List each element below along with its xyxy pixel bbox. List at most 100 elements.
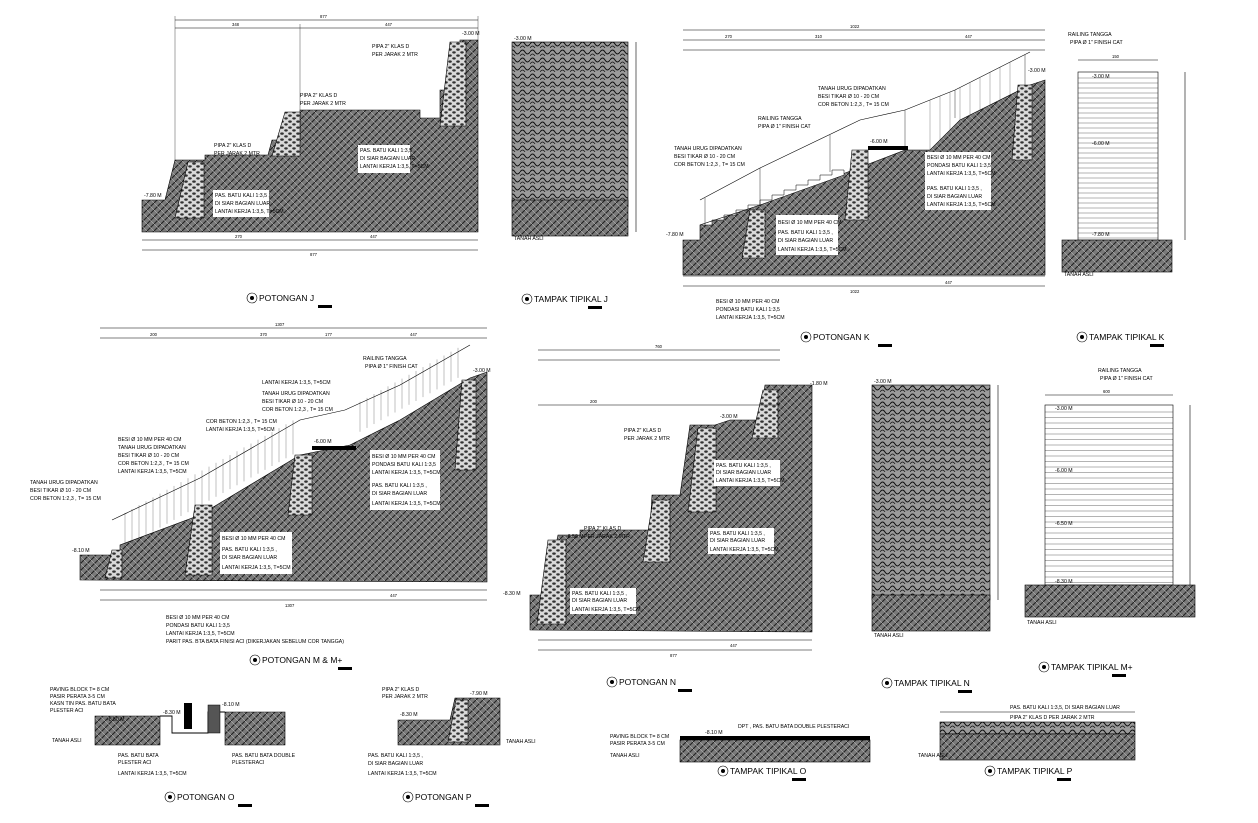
label-m-tanah-urug-2: TANAH URUG DIPADATKAN: [118, 445, 186, 451]
label-j-pipa-2: PIPA 2" KLAS D: [300, 93, 337, 99]
label-to-level: -8.10 M: [705, 730, 723, 736]
label-k-tanah-urug-2: TANAH URUG DIPADATKAN: [674, 146, 742, 152]
label-tp-pipa: PIPA 2" KLAS D PER JARAK 2 MTR: [1010, 715, 1095, 721]
elevation-m: 600 RAILING TANGGA PIPA Ø 1" FINISH CAT …: [1024, 368, 1196, 677]
label-m-level-bottom: -8.10 M: [72, 548, 90, 554]
wall-p: [447, 699, 469, 743]
label-k-besi-3: BESI Ø 10 MM PER 40 CM: [716, 299, 779, 305]
label-m-lantai-7: LANTAI KERJA 1:3,5, T=5CM: [166, 631, 235, 637]
label-k-batu-kali-2: PAS. BATU KALI 1:3,5 ,: [778, 230, 833, 236]
section-o-ground-left: [94, 715, 161, 746]
label-o-plester: PLESTER ACI: [50, 708, 83, 714]
title-tampak-tipikal-n: TAMPAK TIPIKAL N: [894, 678, 970, 688]
wall-j-3: [439, 41, 467, 127]
label-p-lantai: LANTAI KERJA 1:3,5, T=5CM: [368, 771, 437, 777]
label-m-batu-kali-2: PAS. BATU KALI 1:3,5 ,: [222, 547, 277, 553]
label-j-jarak-1: PER JARAK 2 MTR: [372, 52, 418, 58]
label-p-level-top: -7.90 M: [470, 691, 488, 697]
label-m-parit: PARIT PAS. BTA BATA FINISI ACI (DIKERJAK…: [166, 639, 344, 645]
label-j-batu-kali-2: PAS. BATU KALI 1:3,5 ,: [215, 193, 270, 199]
label-m-level-mid: -6.00 M: [314, 439, 332, 445]
label-n-batu-kali-1: PAS. BATU KALI 1:3,5 ,: [716, 463, 771, 469]
label-m-lantai-4: LANTAI KERJA 1:3,5, T=5CM: [372, 470, 441, 476]
label-n-lantai-2: LANTAI KERJA 1:3,5, T=5CM: [710, 547, 779, 553]
label-k-lantai-1: LANTAI KERJA 1:3,5, T=5CM: [927, 171, 996, 177]
elevation-n-ground: [871, 594, 991, 632]
label-k-pipa-cat: PIPA Ø 1" FINISH CAT: [758, 124, 811, 130]
dim-k-c: 447: [965, 34, 973, 39]
label-n-lantai-3: LANTAI KERJA 1:3,5, T=5CM: [572, 607, 641, 613]
elevation-n-wall: [871, 384, 991, 601]
slab-k-landing: [868, 146, 908, 150]
label-k-level-bottom: -7.80 M: [666, 232, 684, 238]
railing-m-balusters: [124, 347, 459, 547]
elevation-j-ground: [511, 199, 629, 237]
label-p-jarak: PER JARAK 2 MTR: [382, 694, 428, 700]
elevation-m-treads: [1045, 411, 1173, 583]
label-m-pondasi-1: PONDASI BATU KALI 1:3,5: [372, 462, 436, 468]
elevation-j: -3.00 M TANAH ASLI TAMPAK TIPIKAL J: [511, 36, 637, 309]
label-o-lantai: LANTAI KERJA 1:3,5, T=5CM: [118, 771, 187, 777]
label-j-level-bottom: -7.80 M: [144, 193, 162, 199]
label-m-batu-kali-1: PAS. BATU KALI 1:3,5 ,: [372, 483, 427, 489]
elevation-k: 150 RAILING TANGGA PIPA Ø 1" FINISH CAT …: [1061, 32, 1186, 347]
wall-k-3: [1011, 84, 1033, 161]
label-o-level-left: -8.50 M: [107, 717, 125, 723]
title-marker-potongan-o: [164, 791, 252, 807]
label-k-cor-beton-1: COR BETON 1:2,3 , T= 15 CM: [818, 102, 889, 108]
dim-m-c: 177: [325, 332, 333, 337]
elevation-k-stair: [1077, 71, 1159, 241]
label-p-pipa: PIPA 2" KLAS D: [382, 687, 419, 693]
title-potongan-n: POTONGAN N: [619, 677, 676, 687]
label-k-tanah-urug-1: TANAH URUG DIPADATKAN: [818, 86, 886, 92]
label-k-railing: RAILING TANGGA: [758, 116, 802, 122]
label-p-batu-kali: PAS. BATU KALI 1:3,5 ,: [368, 753, 423, 759]
title-potongan-j: POTONGAN J: [259, 293, 314, 303]
section-o-ground-right: [224, 711, 286, 746]
dim-m-b: 370: [260, 332, 268, 337]
label-o-plester-2: PLESTER ACI: [118, 760, 151, 766]
elevation-n: -3.00 M TANAH ASLI TAMPAK TIPIKAL N: [871, 379, 999, 693]
title-marker-potongan-k: [800, 331, 892, 347]
label-tj-level: -3.00 M: [514, 36, 532, 42]
label-n-level-3: -6.50 M: [566, 534, 584, 540]
label-tk-pipa: PIPA Ø 1" FINISH CAT: [1070, 40, 1123, 46]
label-k-lantai-3: LANTAI KERJA 1:3,5, T=5CM: [778, 247, 847, 253]
label-m-cor-beton-3: COR BETON 1:2,3 , T= 15 CM: [118, 461, 189, 467]
section-p: PIPA 2" KLAS D PER JARAK 2 MTR -7.90 M -…: [368, 687, 536, 807]
title-marker-potongan-p: [402, 791, 489, 807]
label-m-besi-tikar-1: BESI TIKAR Ø 10 - 20 CM: [262, 399, 323, 405]
wall-n-3: [687, 427, 717, 513]
dim-j-a: 348: [232, 22, 240, 27]
label-to-pasir: PASIR PERATA 3-5 CM: [610, 741, 665, 747]
label-m-lantai-1: LANTAI KERJA 1:3,5, T=5CM: [262, 380, 331, 386]
label-p-siar: DI SIAR BAGIAN LUAR: [368, 761, 423, 767]
label-tn-tanah: TANAH ASLI: [874, 633, 904, 639]
label-o-level-mid: -8.30 M: [163, 710, 181, 716]
elevation-k-treads: [1078, 77, 1158, 239]
label-m-besi-tikar-2: BESI TIKAR Ø 10 - 20 CM: [118, 453, 179, 459]
wall-m-3: [287, 454, 313, 516]
label-k-besi-tikar-1: BESI TIKAR Ø 10 - 20 CM: [818, 94, 879, 100]
label-k-level-mid: -6.00 M: [870, 139, 888, 145]
elevation-m-ground: [1024, 584, 1196, 618]
label-k-level-top: -3.00 M: [1028, 68, 1046, 74]
label-k-lantai-2: LANTAI KERJA 1:3,5, T=5CM: [927, 202, 996, 208]
label-n-batu-kali-2: PAS. BATU KALI 1:3,5 ,: [710, 531, 765, 537]
section-o-wall: [207, 704, 221, 734]
dim-n-top: 760: [655, 344, 663, 349]
label-k-lantai-4: LANTAI KERJA 1:3,5, T=5CM: [716, 315, 785, 321]
title-marker-tampak-n: [881, 677, 972, 693]
label-m-besi-3: BESI Ø 10 MM PER 40 CM: [222, 536, 285, 542]
label-p-level-left: -8.30 M: [400, 712, 418, 718]
wall-j-1: [174, 161, 205, 219]
dim-n-bottom-b: 447: [730, 643, 738, 648]
slab-m-landing: [312, 446, 356, 450]
railing-k-lower: [699, 109, 906, 201]
section-k: 1022 270 310 447 1022 447 -3.00 M -6.00 …: [666, 24, 1046, 347]
label-n-level-top: -1.80 M: [810, 381, 828, 387]
wall-m-1: [104, 549, 123, 579]
dim-m-bottom-d: 447: [390, 593, 398, 598]
elevation-o-paving: [680, 736, 870, 740]
